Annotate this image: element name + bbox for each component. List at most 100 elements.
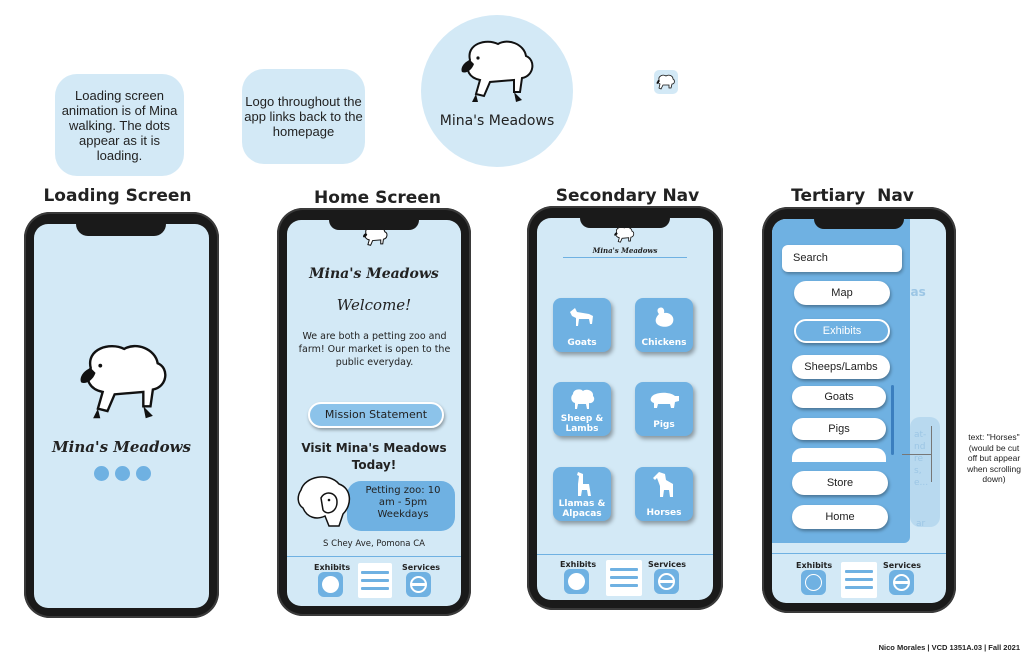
services-icon [658,573,675,590]
tab-services[interactable] [406,572,431,597]
hamburger-icon [361,571,389,574]
tile-horses-label: Horses [646,508,682,518]
note-connector [902,454,932,455]
pig-icon [650,392,679,408]
tab-bar-divider [772,553,946,554]
phone-tertiary: nas at- nd re s, e... ar Search Map Exhi… [762,207,956,613]
tertiary-screen: nas at- nd re s, e... ar Search Map Exhi… [772,219,946,603]
exhibits-icon [568,573,585,590]
behind-card-text: at- nd re s, e... [914,430,929,488]
exhibits-icon [322,576,339,593]
services-icon [410,576,427,593]
logo-note: Logo throughout the app links back to th… [242,69,365,164]
tab-exhibits-label: Exhibits [796,561,833,570]
mission-statement-button[interactable]: Mission Statement [308,402,444,428]
llama-icon [577,472,591,496]
loading-dot-3 [136,466,151,481]
tab-services-label: Services [402,563,441,572]
menu-item-home[interactable]: Home [792,505,888,529]
menu-button[interactable] [606,560,642,596]
tile-goats[interactable]: Goats [553,298,611,352]
tile-llamas-alpacas[interactable]: Llamas & Alpacas [553,467,611,521]
menu-item-pigs[interactable]: Pigs [792,418,886,440]
behind-card [910,417,940,527]
tile-pigs-label: Pigs [653,420,675,430]
tile-pigs[interactable]: Pigs [635,382,693,436]
title-secondary-nav: Secondary Nav [555,186,700,206]
home-screen: Mina's Meadows Welcome! We are both a pe… [287,220,461,606]
tile-sheep-lambs-label: Sheep & Lambs [560,414,604,434]
lamb-walking-icon [80,344,167,419]
search-input[interactable]: Search [782,245,902,272]
menu-item-exhibits[interactable]: Exhibits [794,319,890,343]
secondary-brand-text: Mina's Meadows [592,246,658,255]
menu-item-store[interactable]: Store [792,471,888,495]
logo-showcase: Mina's Meadows [421,15,573,167]
title-tertiary-nav: Tertiary Nav [791,186,914,206]
menu-item-goats[interactable]: Goats [792,386,886,408]
loading-dot-1 [94,466,109,481]
tab-exhibits-label: Exhibits [314,563,351,572]
address-text: S Chey Ave, Pomona CA [323,539,425,549]
hamburger-icon [610,568,638,571]
loading-brand-text: Mina's Meadows [52,438,191,456]
loading-note-text: Loading screen animation is of Mina walk… [61,87,178,163]
lamb-logo-icon [461,40,534,102]
title-loading-screen: Loading Screen [43,186,192,206]
menu-item-sheeps-lambs[interactable]: Sheeps/Lambs [792,355,890,379]
menu-button[interactable] [841,562,877,598]
tile-chickens-label: Chickens [641,338,687,348]
welcome-heading: Welcome! [336,296,412,314]
secondary-screen: Mina's Meadows Goats Chickens Sheep & La… [537,218,713,600]
header-rule [563,257,687,258]
logo-brand-text: Mina's Meadows [439,113,555,129]
tile-chickens[interactable]: Chickens [635,298,693,352]
menu-item-horses-cutoff[interactable] [792,448,886,462]
scrollbar[interactable] [891,385,894,455]
phone-loading: Mina's Meadows [24,212,219,618]
home-brand-text: Mina's Meadows [309,266,439,282]
note-connector-bracket [931,426,932,482]
loading-dot-2 [115,466,130,481]
tile-llamas-alpacas-label: Llamas & Alpacas [558,499,606,519]
chicken-icon [655,307,674,327]
visit-heading: Visit Mina's Meadows Today! [301,441,447,472]
tab-services-label: Services [883,561,922,570]
phone-notch [580,218,670,228]
tile-goats-label: Goats [567,338,597,348]
horses-note: text: "Horses" (would be cut off but app… [967,432,1021,484]
tab-services-label: Services [648,560,687,569]
menu-item-map[interactable]: Map [794,281,890,305]
tile-horses[interactable]: Horses [635,467,693,521]
sheep-photo-icon [297,476,351,527]
horse-icon [653,472,673,497]
tab-bar-divider [537,554,713,555]
credit-text: Nico Morales | VCD 1351A.03 | Fall 2021 [878,643,1020,652]
phone-home: Mina's Meadows Welcome! We are both a pe… [277,208,471,616]
tab-services[interactable] [654,569,679,594]
logo-note-text: Logo throughout the app links back to th… [244,94,363,139]
services-icon [893,574,910,591]
loading-screen: Mina's Meadows [34,224,209,608]
hamburger-icon [845,570,873,573]
tab-exhibits[interactable] [801,570,826,595]
goat-icon [570,308,593,326]
phone-notch [329,220,419,230]
tab-exhibits[interactable] [318,572,343,597]
phone-secondary: Mina's Meadows Goats Chickens Sheep & La… [527,206,723,610]
hours-card [347,481,455,531]
exhibits-icon [805,574,822,591]
sheep-icon [571,389,595,409]
phone-notch [76,224,166,236]
loading-note: Loading screen animation is of Mina walk… [55,74,184,176]
menu-button[interactable] [358,563,392,598]
title-home-screen: Home Screen [314,188,441,208]
tab-services[interactable] [889,570,914,595]
tab-exhibits-label: Exhibits [560,560,597,569]
tab-bar-divider [287,556,461,557]
tile-sheep-lambs[interactable]: Sheep & Lambs [553,382,611,436]
behind-text-7: ar [916,519,926,529]
tab-exhibits[interactable] [564,569,589,594]
small-logo-icon [654,70,678,94]
phone-notch [814,219,904,229]
